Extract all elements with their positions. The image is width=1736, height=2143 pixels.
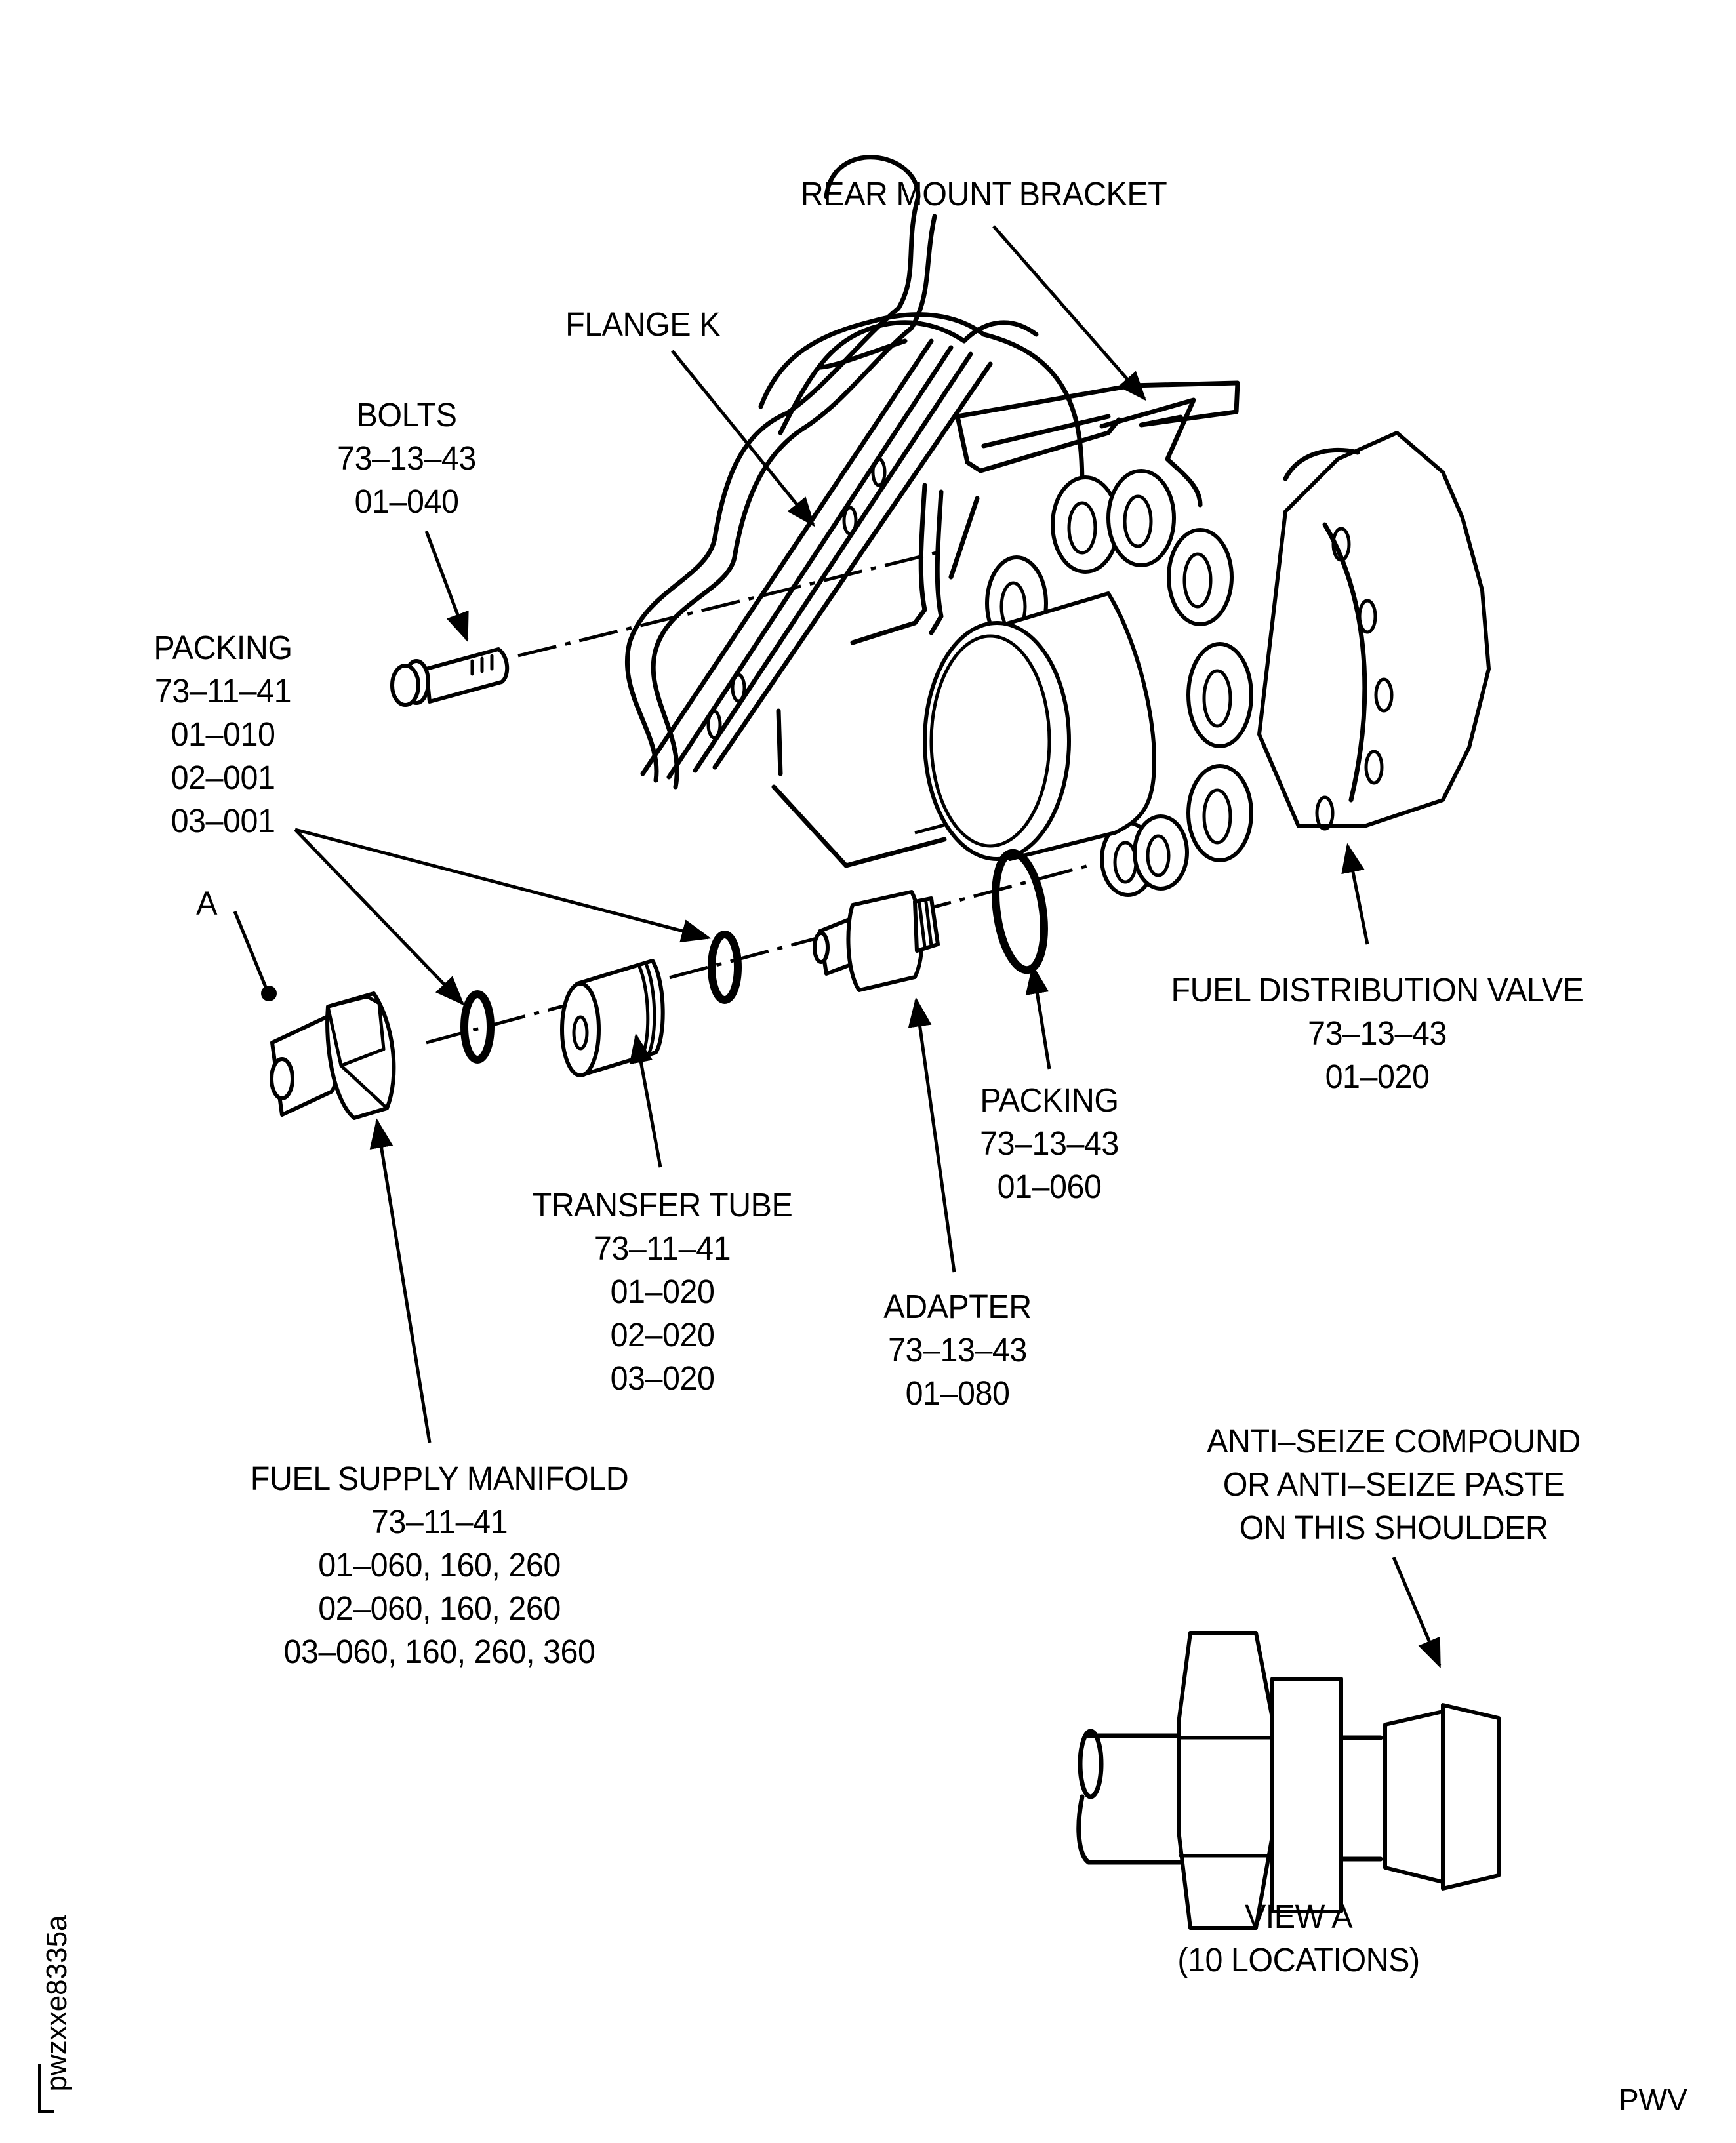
figure-id: pwzxxe8335a: [34, 1889, 80, 2118]
rear-mount-bracket-drawing: [955, 380, 1240, 508]
label-view-a-marker: A: [196, 885, 217, 922]
label-packing-left: PACKING 73–11–41 01–010 02–001 03–001: [153, 629, 293, 839]
parts-row-drawing: [270, 849, 1089, 1120]
bolt-drawing: [390, 549, 945, 707]
leader-lines: [233, 225, 1442, 1669]
label-bolts: BOLTS 73–13–43 01–040: [337, 396, 476, 520]
view-a-detail-drawing: [1076, 1631, 1501, 1930]
engine-case-drawing: [624, 155, 1085, 868]
label-rear-mount-bracket: REAR MOUNT BRACKET: [800, 175, 1167, 212]
label-anti-seize-note: ANTI–SEIZE COMPOUND OR ANTI–SEIZE PASTE …: [1207, 1422, 1581, 1546]
publisher-mark: PWV: [1619, 2083, 1687, 2117]
label-fuel-distribution-valve: FUEL DISTRIBUTION VALVE 73–13–43 01–020: [1171, 971, 1584, 1095]
label-adapter: ADAPTER 73–13–43 01–080: [883, 1288, 1032, 1412]
figure-id-bracket: [38, 2064, 54, 2113]
label-view-a-title: VIEW A (10 LOCATIONS): [1177, 1898, 1420, 1978]
label-flange-k: FLANGE K: [565, 306, 720, 343]
fuel-distribution-valve-drawing: [914, 431, 1491, 897]
label-transfer-tube: TRANSFER TUBE 73–11–41 01–020 02–020 03–…: [532, 1186, 793, 1397]
label-packing-right: PACKING 73–13–43 01–060: [980, 1081, 1119, 1205]
label-fuel-supply-manifold: FUEL SUPPLY MANIFOLD 73–11–41 01–060, 16…: [250, 1460, 629, 1670]
